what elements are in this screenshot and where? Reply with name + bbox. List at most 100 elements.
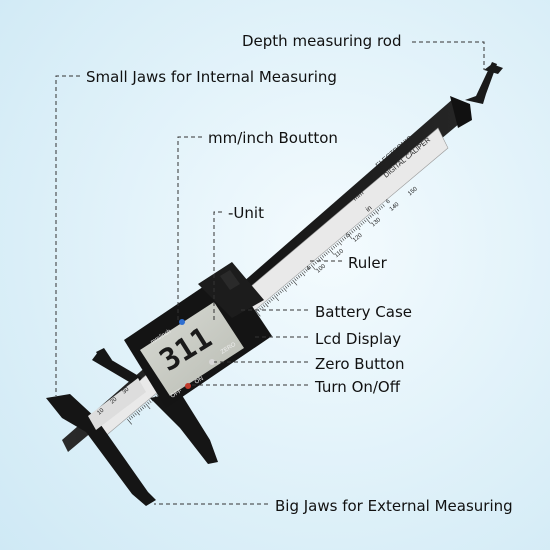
on-label: ON <box>194 376 205 386</box>
ruler-tick <box>270 298 273 302</box>
callout-unit: -Unit <box>228 204 264 222</box>
ruler-tick <box>318 258 321 261</box>
ruler-tick <box>273 295 279 302</box>
callout-zero-button: Zero Button <box>315 355 405 373</box>
ruler-tick <box>138 409 141 413</box>
ruler-tick <box>312 262 315 266</box>
ruler-tick <box>321 255 325 258</box>
ruler-scale-label: 110 <box>334 248 346 259</box>
ruler-scale-lower: 6 5 4 <box>306 198 393 272</box>
ruler-tick <box>136 411 140 416</box>
ruler-tick <box>376 208 380 212</box>
ruler-tick <box>307 267 310 271</box>
leader-small-jaws <box>55 75 80 396</box>
ruler-tick <box>367 216 371 220</box>
ruler-tick <box>336 242 339 246</box>
ruler-scale-label: 6 <box>385 198 392 205</box>
ruler-tick <box>286 284 290 288</box>
ruler-tick <box>268 299 271 303</box>
ruler-tick <box>371 213 374 217</box>
ruler-scale-label: 120 <box>352 232 364 243</box>
ruler-tick <box>380 205 383 209</box>
ruler-tick <box>362 221 365 224</box>
ruler-tick <box>266 301 270 305</box>
callout-big-jaws: Big Jaws for External Measuring <box>275 497 513 515</box>
ruler-tick <box>375 210 379 215</box>
ruler-tick <box>365 218 371 224</box>
ruler-tick <box>332 245 336 249</box>
ruler-tick <box>141 406 145 410</box>
callout-lcd-display: Lcd Display <box>315 330 402 348</box>
ruler-tick <box>308 265 312 269</box>
ruler-tick <box>325 252 328 255</box>
ruler-tick <box>127 418 132 425</box>
ruler-tick <box>132 414 135 417</box>
ruler-tick <box>319 256 324 261</box>
callout-turn-on-off: Turn On/Off <box>315 378 401 396</box>
ruler-tick <box>290 281 293 285</box>
ruler-tick <box>347 233 353 240</box>
ruler-tick <box>143 404 146 408</box>
jaw-scale-label: 30 <box>121 386 130 395</box>
ruler-tick <box>128 417 132 420</box>
ruler-tick <box>292 279 298 286</box>
ruler-tick <box>149 400 152 403</box>
ruler-tick <box>303 270 306 274</box>
ruler-tick <box>264 302 269 308</box>
ruler-tick <box>277 292 281 295</box>
ruler-tick <box>341 238 345 241</box>
callout-battery-case: Battery Case <box>315 303 412 321</box>
ruler-tick <box>349 231 352 235</box>
ruler-tick <box>284 285 288 289</box>
leader-unit <box>213 211 222 322</box>
lcd-screen <box>140 302 244 396</box>
ruler-tick <box>255 310 261 317</box>
ruler-tick <box>310 264 316 271</box>
ruler-tick <box>373 211 376 215</box>
power-button[interactable] <box>185 383 191 389</box>
ruler-tick <box>262 304 266 308</box>
ruler-tick <box>279 290 282 294</box>
ruler-tick <box>139 408 143 411</box>
depth-rod <box>465 62 503 104</box>
leader-lines <box>55 41 485 505</box>
ruler-tick <box>297 275 301 278</box>
ruler-tick <box>354 227 358 230</box>
ruler-scale-label: 4 <box>306 265 313 272</box>
ruler-tick <box>351 230 354 234</box>
ruler-tick <box>299 273 303 277</box>
ruler-tick <box>261 306 264 309</box>
callout-mm-inch-button: mm/inch Boutton <box>208 129 338 147</box>
callout-depth-rod: Depth measuring rod <box>242 32 402 50</box>
ruler-tick <box>356 225 361 230</box>
ruler-scale-label: 5 <box>345 232 352 239</box>
ruler-tick <box>363 219 367 223</box>
ruler-tick <box>340 239 343 243</box>
ruler-tick <box>294 278 297 281</box>
leader-mm-inch <box>177 136 202 320</box>
big-jaws <box>46 392 218 506</box>
ruler-tick <box>382 204 385 207</box>
ruler-tick <box>296 276 299 280</box>
ruler-tick <box>360 222 363 226</box>
ruler-tick <box>288 282 292 286</box>
mm-inch-button[interactable] <box>179 319 185 325</box>
ruler-tick <box>330 247 334 251</box>
jaw-scale: 30 20 10 <box>88 378 146 430</box>
ruler-tick <box>281 289 284 292</box>
zero-button[interactable] <box>209 359 215 365</box>
callout-small-jaws: Small Jaws for Internal Measuring <box>86 68 337 86</box>
ruler-unit-in: in <box>365 205 374 214</box>
ruler-tick <box>338 241 342 246</box>
ruler-tick <box>329 248 335 255</box>
ruler-tick <box>272 296 275 300</box>
ruler-tick <box>283 287 287 292</box>
ruler-tick <box>134 412 137 416</box>
battery-case-cover <box>220 270 240 290</box>
ruler-scale-label: 150 <box>407 186 419 197</box>
ruler-tick <box>323 253 326 257</box>
ruler-tick <box>259 307 262 311</box>
